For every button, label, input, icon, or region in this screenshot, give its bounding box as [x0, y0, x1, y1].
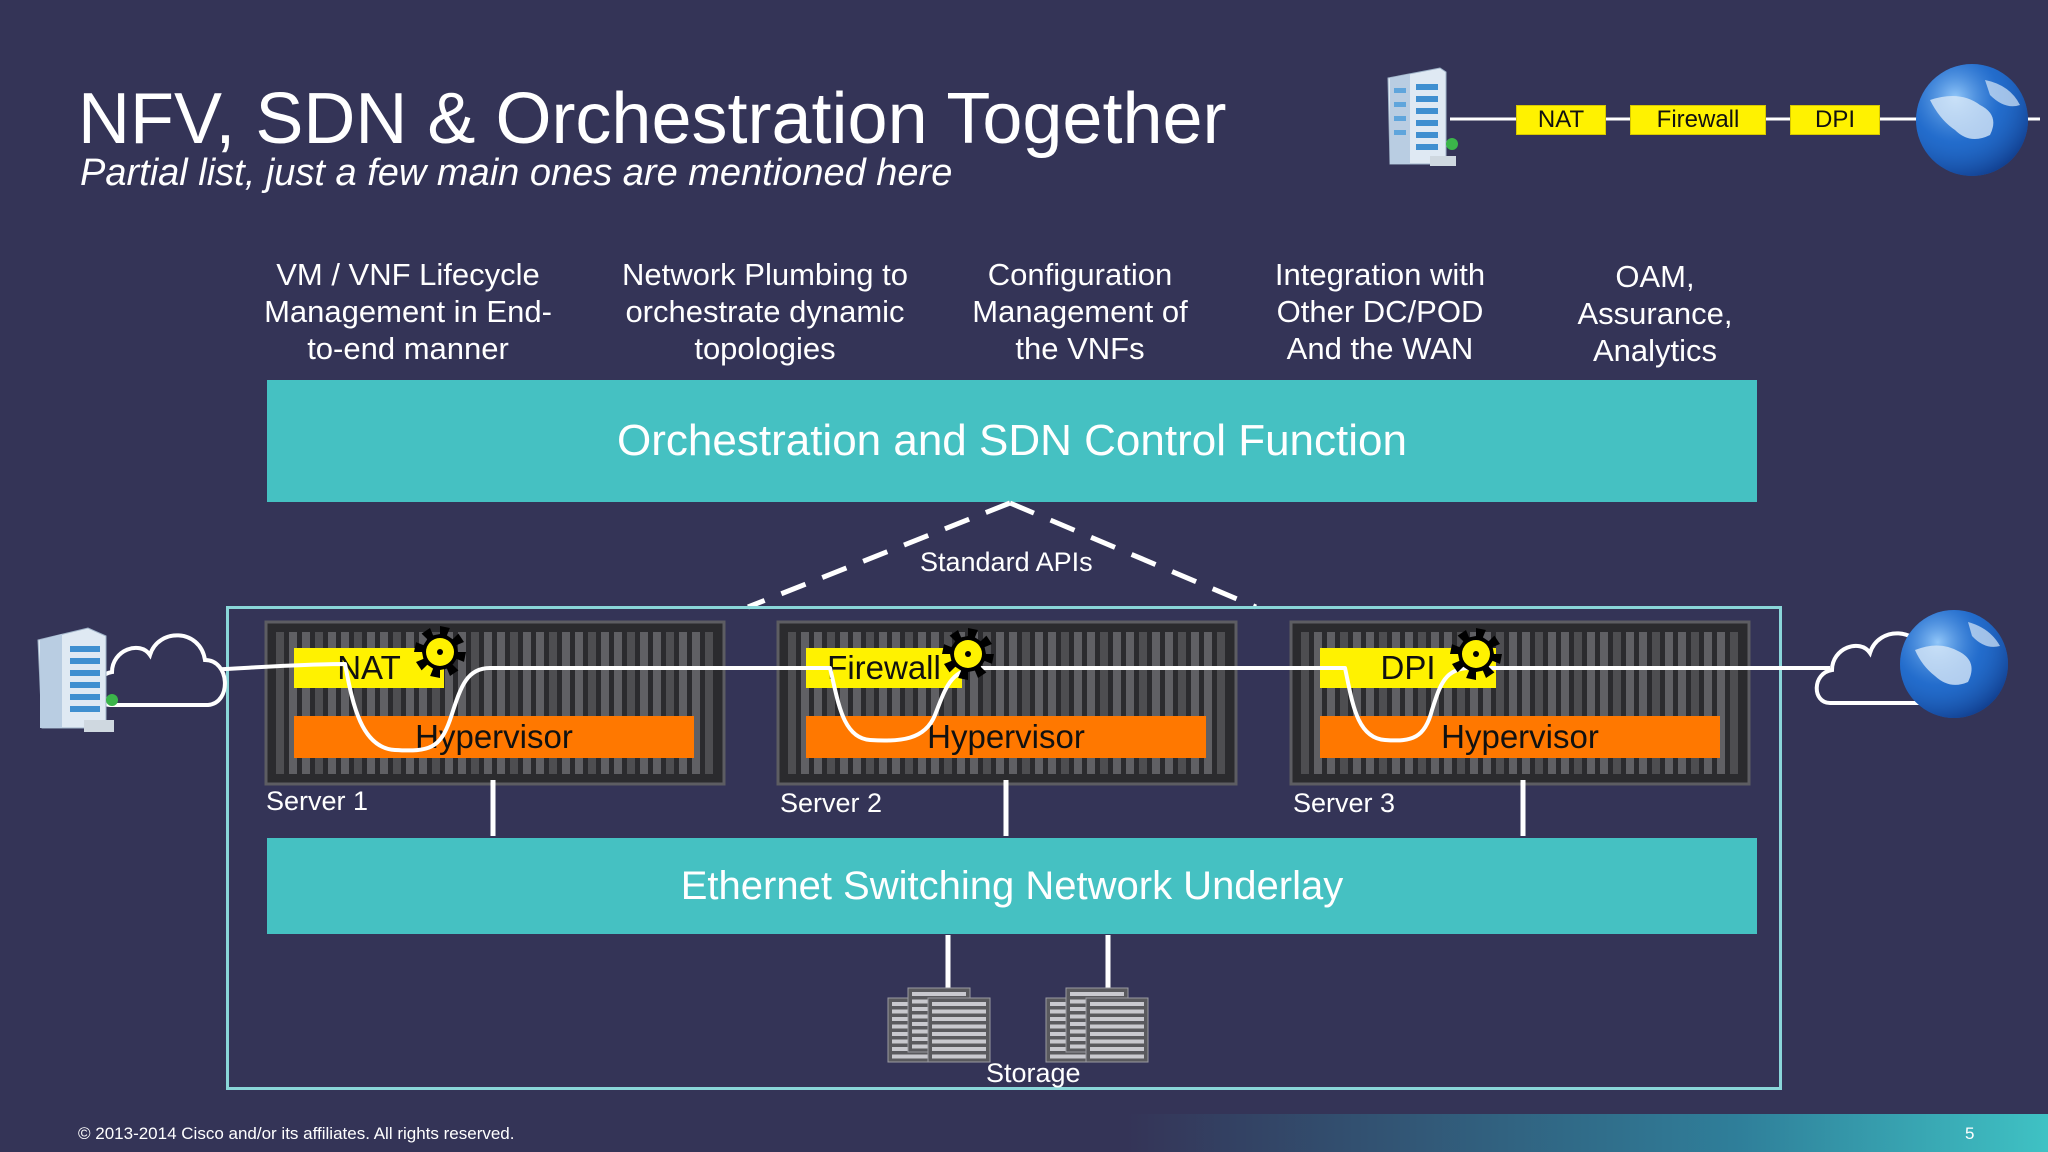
storage-label: Storage — [986, 1058, 1081, 1088]
footer-copyright: © 2013-2014 Cisco and/or its affiliates.… — [78, 1124, 515, 1143]
datacenter-outline — [226, 606, 1782, 1090]
building-icon-left — [37, 627, 118, 732]
gear-icon — [1450, 628, 1502, 680]
storage-icon — [887, 987, 991, 1063]
footer-bar — [0, 1114, 2048, 1152]
globe-icon-right — [1900, 610, 2008, 718]
slide-subtitle: Partial list, just a few main ones are m… — [80, 152, 953, 194]
server-3-hypervisor: Hypervisor — [1320, 716, 1720, 758]
storage-icon — [1045, 987, 1149, 1063]
api-label: Standard APIs — [920, 547, 1093, 577]
gear-icon — [942, 628, 994, 680]
server-1-vnf-nat: NAT — [294, 648, 444, 688]
globe-icon — [1916, 64, 2028, 176]
server-2-hypervisor: Hypervisor — [806, 716, 1206, 758]
feature-integration: Integration with Other DC/POD And the WA… — [1274, 257, 1486, 366]
server-3-chassis — [1289, 620, 1751, 786]
traffic-path — [204, 662, 1830, 753]
chain-firewall-box: Firewall — [1630, 105, 1766, 135]
chain-nat-box: NAT — [1516, 105, 1606, 135]
api-dashed-lines — [747, 500, 1257, 610]
chain-dpi-box: DPI — [1790, 105, 1880, 135]
orchestration-bar: Orchestration and SDN Control Function — [267, 380, 1757, 502]
feature-lifecycle: VM / VNF Lifecycle Management in End-to-… — [264, 257, 552, 366]
building-icon — [1387, 67, 1458, 166]
underlay-bar: Ethernet Switching Network Underlay — [267, 838, 1757, 934]
feature-oam: OAM, Assurance, Analytics — [1577, 259, 1733, 368]
server-1-label: Server 1 — [266, 786, 369, 816]
server-2-label: Server 2 — [780, 788, 883, 818]
page-number: 5 — [1965, 1124, 1975, 1143]
feature-configuration: Configuration Management of the VNFs — [972, 257, 1188, 366]
server-3-label: Server 3 — [1293, 788, 1396, 818]
cloud-icon-left — [94, 633, 227, 707]
slide-title: NFV, SDN & Orchestration Together — [78, 79, 1227, 159]
gear-icon — [414, 626, 466, 678]
feature-plumbing: Network Plumbing to orchestrate dynamic … — [621, 257, 908, 366]
